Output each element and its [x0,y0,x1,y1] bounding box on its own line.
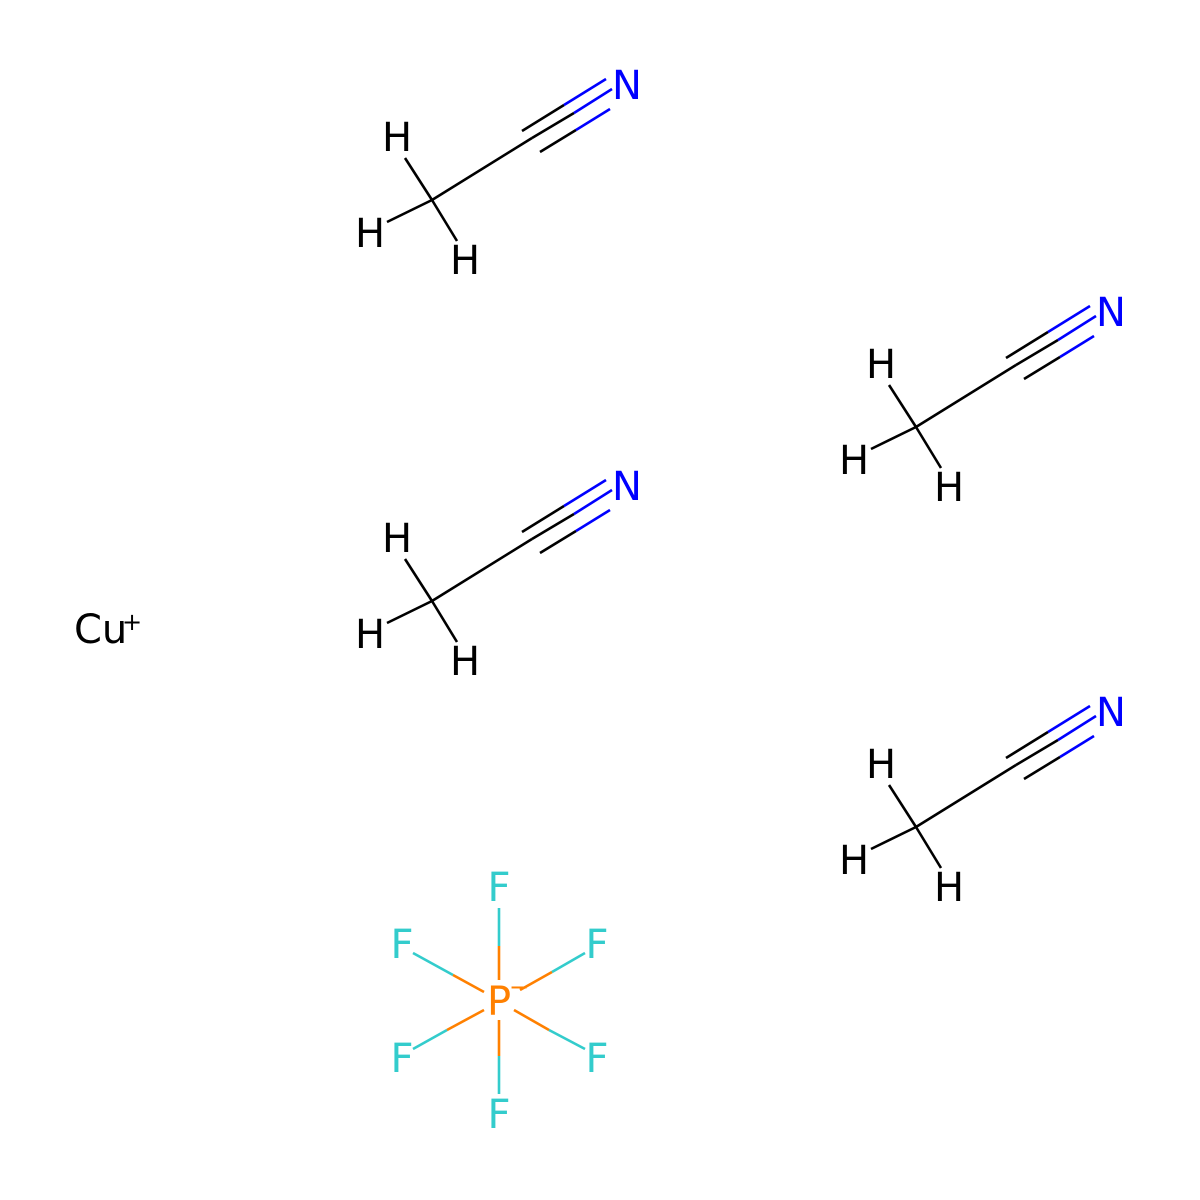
fluorine-atom: F [585,922,608,968]
bond-cn-black-3 [539,529,577,555]
nitrogen-atom: N [612,464,642,510]
bond-p-f-ul [412,951,454,977]
hydrogen-atom: H [934,465,964,511]
bond-c-c [431,136,533,202]
acetonitrile-3: N H H H [355,464,642,685]
bond-c-h-bottom [430,199,459,242]
bond-cn-black-1 [1005,730,1049,760]
hydrogen-atom: H [355,612,385,658]
nitrogen-atom: N [1096,690,1126,736]
bond-p-f-lr [548,1028,586,1051]
bond-cn-black-2 [531,512,575,541]
bond-cn-black-1 [521,504,565,534]
bond-cn-black-1 [1005,330,1049,360]
bond-cn-blue-1 [563,77,607,107]
fluorine-atom: F [390,922,413,968]
fluorine-atom: F [487,1092,510,1138]
bond-c-h-bottom [914,826,943,869]
bond-c-h-left [870,825,917,851]
copper-atom: Cu [74,607,127,653]
hydrogen-atom: H [934,865,964,911]
bond-cn-blue-1 [1047,304,1091,334]
bond-c-h-top [887,384,918,428]
bond-c-h-bottom [914,426,943,469]
bond-cn-black-3 [1023,755,1061,781]
phosphorus-atom: P [487,979,511,1025]
bond-cn-blue-3 [575,508,611,533]
hydrogen-atom: H [355,211,385,257]
bond-c-h-top [403,157,434,201]
bond-cn-blue-1 [1047,704,1091,734]
hexafluorophosphate: P − F F F F F F [390,865,608,1138]
nitrogen-atom: N [612,63,642,109]
bond-cn-black-1 [521,103,565,133]
hydrogen-atom: H [839,838,869,884]
fluorine-atom: F [585,1036,608,1082]
minus-charge: − [509,973,529,1001]
bond-c-h-left [386,198,433,224]
bond-c-h-top [887,784,918,828]
bond-c-h-left [870,425,917,451]
bond-cn-black-2 [1015,338,1059,367]
nitrogen-atom: N [1096,290,1126,336]
bond-cn-black-3 [539,128,577,154]
bond-cn-blue-3 [1059,334,1095,359]
bond-p-f-ll-p [446,1008,485,1032]
hydrogen-atom: H [866,742,896,788]
bond-cn-black-2 [1015,738,1059,767]
hydrogen-atom: H [450,639,480,685]
copper-cation: Cu + [74,607,142,653]
bond-cn-blue-1 [563,478,607,508]
bond-cn-blue-3 [1059,734,1095,759]
hydrogen-atom: H [382,516,412,562]
bond-c-h-left [386,599,433,625]
acetonitrile-4: N H H H [839,690,1126,911]
bond-cn-black-3 [1023,355,1061,381]
bond-cn-blue-2 [1057,714,1097,742]
bond-cn-black-2 [531,111,575,140]
bond-cn-blue-3 [575,107,611,132]
fluorine-atom: F [390,1036,413,1082]
bond-cn-blue-2 [573,488,613,516]
bond-p-f-ul-p [452,973,485,994]
bond-cn-blue-2 [573,87,613,115]
bond-p-f-ur-p [519,970,553,992]
bond-p-f-lr-p [513,1008,550,1032]
plus-charge: + [122,608,142,636]
bond-c-c [915,763,1017,829]
bond-p-f-ur [551,951,586,974]
bond-c-c [915,363,1017,429]
acetonitrile-1: N H H H [355,63,642,284]
bond-cn-blue-2 [1057,314,1097,342]
acetonitrile-2: N H H H [839,290,1126,511]
bond-p-f-ll [412,1028,448,1051]
bond-c-h-bottom [430,600,459,643]
bond-c-c [431,537,533,603]
hydrogen-atom: H [450,238,480,284]
fluorine-atom: F [487,865,510,911]
hydrogen-atom: H [839,438,869,484]
hydrogen-atom: H [382,115,412,161]
bond-c-h-top [403,558,434,602]
hydrogen-atom: H [866,342,896,388]
